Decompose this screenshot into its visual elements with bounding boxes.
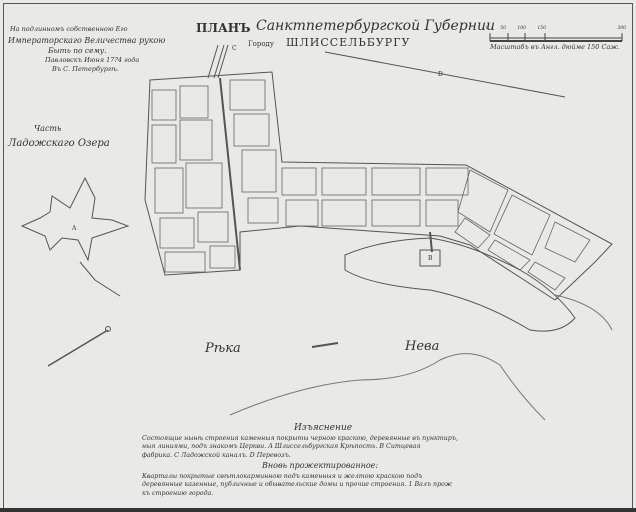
marker-c: C — [232, 45, 237, 52]
approval-line: Въ С. Петербургѣ. — [52, 65, 119, 73]
legend-line: ныя линиями, подъ знакомъ Церкви. A Шлис… — [142, 443, 421, 451]
approval-line: На подлинномъ собственною Его — [10, 25, 128, 33]
fortress-island — [344, 237, 576, 332]
river-arrow — [311, 342, 339, 348]
scale-tick: 150 — [537, 26, 546, 31]
scale-tick: 300 — [617, 26, 626, 31]
road-d — [324, 51, 566, 98]
city-outline — [144, 71, 613, 301]
marker-b: B — [428, 255, 433, 262]
river-label-2: Нева — [405, 339, 440, 354]
legend-line: фабрика. C Ладожской каналъ. D Перевозъ. — [142, 451, 291, 459]
scale-ticks: 0 50 100 150 300 — [486, 26, 626, 31]
title-governorate: Санктпетербургской Губернии — [256, 18, 495, 34]
legend-text: Состоящие нынѣ строения каменныя покрыты… — [142, 435, 458, 460]
scale-tick: 50 — [500, 26, 506, 31]
legend-text-2: Кварталы покрытые свѣтлокарминною подъ к… — [142, 473, 452, 498]
approval-line: Павловскъ Июня 17?4 года — [45, 56, 140, 64]
river-bank — [229, 353, 546, 421]
marker-a: A — [72, 225, 77, 232]
legend-heading-2: Вновь прожектированное: — [262, 461, 379, 470]
legend-line: Кварталы покрытые свѣтлокарминною подъ к… — [142, 473, 423, 480]
city-blocks — [151, 79, 591, 291]
title-gorodu: Городу — [248, 40, 274, 48]
bottom-border — [0, 508, 636, 512]
legend-line: къ строению города. — [142, 489, 214, 497]
title-plan: ПЛАНЪ — [196, 21, 251, 35]
compass-needle — [47, 329, 109, 367]
scale-tick: 100 — [517, 26, 526, 31]
lake-label: Часть — [34, 124, 62, 133]
title-city: ШЛИССЕЛЬБУРГУ — [286, 36, 411, 49]
approval-line: Императорскаго Величества рукою — [8, 36, 166, 45]
river-label: Рѣка — [205, 341, 241, 356]
fortress-b — [419, 249, 441, 267]
legend-line: деревянные казенные, публичные и обывате… — [142, 481, 453, 489]
approval-line: Быть по сему. — [48, 46, 107, 55]
fort-a — [20, 176, 130, 262]
scale-bar — [489, 33, 623, 42]
legend-heading: Изъяснение — [294, 423, 353, 433]
scale-tick: 0 — [486, 26, 489, 31]
marker-d: D — [438, 71, 443, 78]
canal-c — [207, 44, 219, 79]
legend-line: Состоящие нынѣ строения каменныя покрыты… — [142, 435, 459, 442]
lake-label-2: Ладожскаго Озера — [8, 138, 110, 149]
scale-label: Масштабъ въ Англ. дюйме 150 Саж. — [490, 43, 620, 51]
